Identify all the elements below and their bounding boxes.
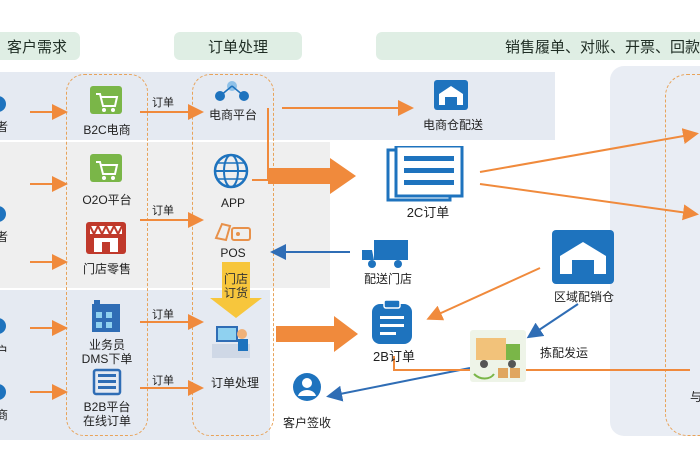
arrow-regional-pick [526,303,579,339]
pick-ship-label: 拣配发运 [539,346,588,360]
shopping-cart-icon [88,82,124,118]
header-customer-demand: 客户需求 [0,32,80,60]
warehouse-icon [434,80,468,110]
pos-terminal-icon [212,218,254,244]
factory-icon [88,298,124,334]
channel-b2c-label: B2C电商 [83,123,131,137]
shopping-cart-icon [88,152,124,186]
arrow-pick-customer [326,367,471,402]
clipboard-icon [90,368,124,396]
warehouse-icon [552,230,614,284]
delivery-truck-icon [360,238,412,270]
right-group-box [665,74,700,436]
left-label-row3: 户 [0,344,9,358]
left-label-row1: 者 [0,120,9,134]
operator-computer-icon [208,320,254,362]
arrow-2c-right-top [479,128,699,173]
down-arrow-store-order [210,262,262,318]
storefront-icon [84,220,128,256]
left-label-row4: 商 [0,408,9,422]
document-stack-icon [384,146,468,202]
regional-warehouse-label: 区域配销仓 [553,290,614,304]
system-ecommerce-label: 电商平台 [208,108,257,122]
delivery-store-label: 配送门店 [363,272,412,286]
store-order-line1: 门店 [223,272,248,286]
globe-icon [212,152,250,190]
consumer-icon [0,96,6,112]
ecom-warehouse-label: 电商仓配送 [422,118,483,132]
system-app-label: APP [220,196,245,210]
channel-dms-line1: 业务员 [88,338,125,352]
band-b2b [0,290,270,440]
edge-label-order: 订单 [152,375,174,387]
edge-label-order: 订单 [152,205,174,217]
right-edge-label: 与 [690,390,700,404]
arrow-2c-right-bottom [479,183,699,221]
band-right [610,66,700,436]
edge-label-order: 订单 [152,309,174,321]
store-order-line2: 订货 [223,286,248,300]
customer-person-icon [292,372,322,402]
arrow-regional-2b [426,267,541,321]
channel-store-label: 门店零售 [82,262,131,276]
channel-dms-line2: DMS下单 [81,352,133,366]
big-arrow-2b [276,316,358,352]
consumer-icon [0,206,6,222]
system-pos-label: POS [220,246,246,260]
system-order-processing-label: 订单处理 [210,376,259,390]
channel-b2b-line1: B2B平台 [83,400,131,414]
header-sales-fulfillment: 销售履单、对账、开票、回款 [376,32,700,60]
edge-label-order: 订单 [152,97,174,109]
network-nodes-icon [214,80,250,104]
dealer-icon [0,384,6,400]
order-2c-label: 2C订单 [406,205,450,220]
clipboard-order-icon [370,300,414,346]
big-arrow-2c [268,158,356,194]
order-2b-label: 2B订单 [373,349,415,364]
customer-sign-label: 客户签收 [282,416,331,430]
pick-ship-truck-icon [470,330,526,382]
line-2b-right [393,356,690,371]
channel-b2b-line2: 在线订单 [82,414,131,428]
customer-icon [0,318,6,334]
header-order-processing: 订单处理 [174,32,302,60]
channel-o2o-label: O2O平台 [82,193,132,207]
left-label-row2: 者 [0,230,9,244]
